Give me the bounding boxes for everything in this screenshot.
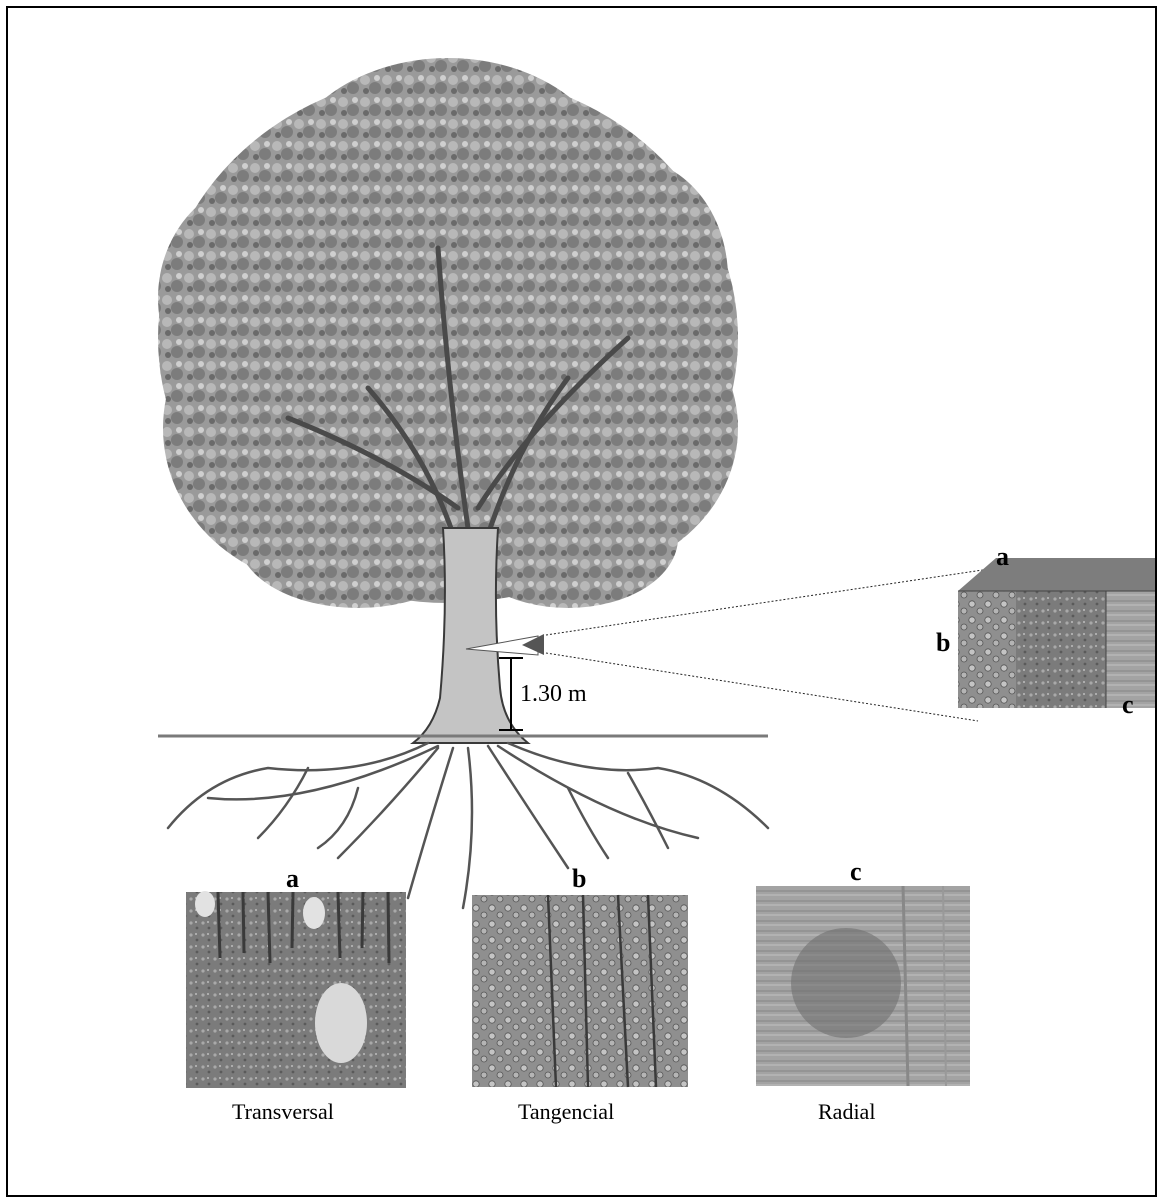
caption-tangencial: Tangencial [518, 1101, 614, 1123]
tree-roots [168, 743, 768, 908]
section-image-radial [756, 886, 970, 1086]
block-label-c: c [1122, 692, 1134, 718]
section-letter-b: b [572, 866, 586, 892]
tree-illustration [8, 8, 1157, 1197]
wood-block [958, 558, 1157, 708]
figure-frame: 1.30 m a b c a b c Transversal Tangencia… [6, 6, 1157, 1197]
caption-transversal: Transversal [232, 1101, 334, 1123]
height-label: 1.30 m [520, 682, 587, 706]
section-image-transversal [186, 891, 406, 1088]
section-letter-c: c [850, 859, 862, 885]
block-label-a: a [996, 544, 1009, 570]
section-image-tangencial [472, 895, 688, 1087]
section-letter-a: a [286, 866, 299, 892]
caption-radial: Radial [818, 1101, 875, 1123]
block-label-b: b [936, 630, 950, 656]
